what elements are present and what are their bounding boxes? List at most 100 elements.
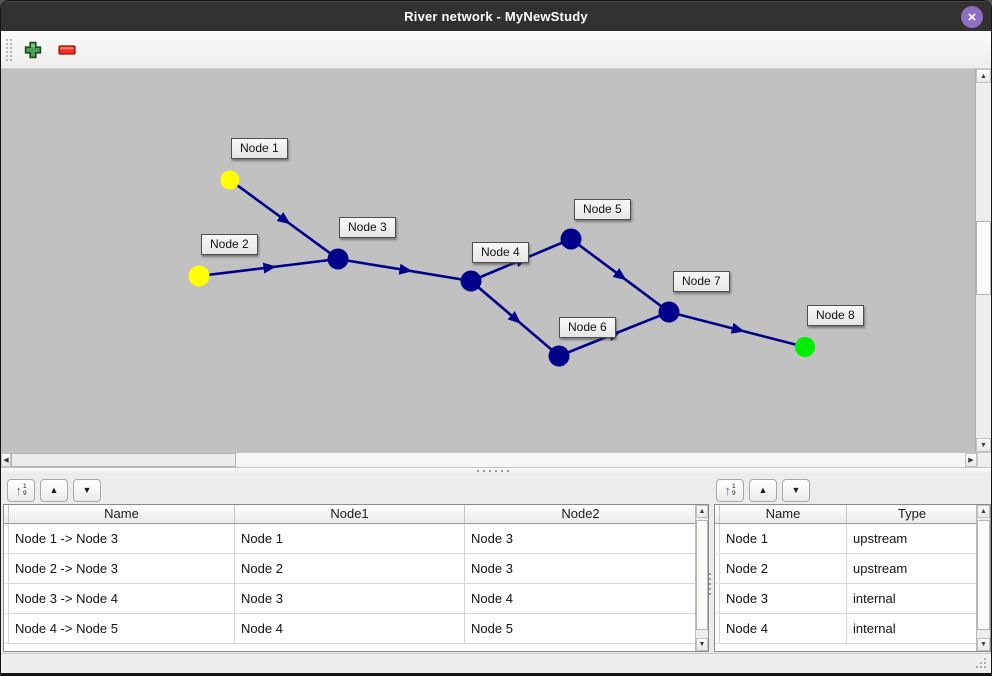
row-header <box>4 554 9 584</box>
node-label[interactable]: Node 6 <box>559 317 616 338</box>
remove-button[interactable] <box>54 37 80 63</box>
table-cell[interactable]: Node 4 <box>235 614 465 644</box>
column-header[interactable]: Type <box>847 505 978 523</box>
scrollbar-corner <box>977 453 991 467</box>
table-cell[interactable]: Node 3 <box>465 524 697 554</box>
plus-icon <box>24 41 42 58</box>
canvas-vertical-scrollbar[interactable]: ▲ ▼ <box>975 69 991 452</box>
node-label[interactable]: Node 2 <box>201 234 258 255</box>
node-label[interactable]: Node 4 <box>472 242 529 263</box>
scroll-up-button[interactable]: ▲ <box>977 505 990 518</box>
horizontal-splitter[interactable] <box>1 468 991 475</box>
scroll-thumb[interactable] <box>977 520 990 630</box>
table-cell[interactable]: Node 5 <box>465 614 697 644</box>
column-header[interactable]: Name <box>9 505 235 523</box>
table-cell[interactable]: internal <box>847 614 978 644</box>
node-label[interactable]: Node 5 <box>574 199 631 220</box>
canvas-horizontal-scrollbar[interactable]: ◀ ▶ <box>1 452 991 468</box>
row-header <box>715 584 720 614</box>
main-toolbar <box>1 31 991 69</box>
scroll-thumb[interactable] <box>696 520 708 630</box>
table-cell[interactable]: Node 1 <box>235 524 465 554</box>
close-icon: × <box>967 8 977 26</box>
move-up-button[interactable]: ▲ <box>40 479 68 502</box>
table-vertical-scrollbar[interactable]: ▲ ▼ <box>695 505 708 651</box>
table-cell[interactable]: internal <box>847 584 978 614</box>
scroll-track[interactable] <box>977 518 990 638</box>
column-header[interactable]: Node2 <box>465 505 697 523</box>
network-canvas[interactable]: Node 1 Node 2 Node 3 Node 4 Node 5 Node 6 Node… <box>1 69 991 452</box>
table-cell[interactable]: Node 4 -> Node 5 <box>9 614 235 644</box>
node-label[interactable]: Node 1 <box>231 138 288 159</box>
move-up-button[interactable]: ▲ <box>749 479 777 502</box>
table-cell[interactable]: Node 4 <box>465 584 697 614</box>
node-label[interactable]: Node 3 <box>339 217 396 238</box>
table-cell[interactable]: Node 1 <box>720 524 847 554</box>
table-cell[interactable]: Node 3 <box>465 554 697 584</box>
table-cell[interactable]: Node 3 <box>235 584 465 614</box>
minus-icon <box>58 44 76 55</box>
table-cell[interactable]: upstream <box>847 554 978 584</box>
vertical-splitter-grip[interactable] <box>709 573 711 575</box>
node-label[interactable]: Node 7 <box>673 271 730 292</box>
move-down-button[interactable]: ▼ <box>782 479 810 502</box>
row-header <box>715 554 720 584</box>
scroll-up-button[interactable]: ▲ <box>696 505 708 518</box>
column-header[interactable]: Name <box>720 505 847 523</box>
title-bar[interactable]: River network - MyNewStudy × <box>1 1 991 31</box>
scroll-thumb[interactable] <box>11 453 236 467</box>
scroll-down-button[interactable]: ▼ <box>976 438 991 452</box>
column-header[interactable]: Node1 <box>235 505 465 523</box>
resize-grip-icon[interactable] <box>984 666 986 668</box>
scroll-down-button[interactable]: ▼ <box>977 638 990 651</box>
table-cell[interactable]: upstream <box>847 524 978 554</box>
scroll-thumb[interactable] <box>976 221 991 295</box>
node-label[interactable]: Node 8 <box>807 305 864 326</box>
add-button[interactable] <box>20 37 46 63</box>
node-labels: Node 1 Node 2 Node 3 Node 4 Node 5 Node 6 Node… <box>1 69 975 452</box>
close-button[interactable]: × <box>961 6 983 28</box>
scroll-right-button[interactable]: ▶ <box>965 453 977 467</box>
up-arrow-icon: ▲ <box>49 485 59 495</box>
scroll-up-button[interactable]: ▲ <box>976 69 991 83</box>
splitter-grip-icon <box>477 470 479 472</box>
down-arrow-icon: ▼ <box>791 485 801 495</box>
scroll-down-button[interactable]: ▼ <box>696 638 708 651</box>
move-down-button[interactable]: ▼ <box>73 479 101 502</box>
table-cell[interactable]: Node 2 -> Node 3 <box>9 554 235 584</box>
row-header <box>4 524 9 554</box>
toolbar-grip-handle[interactable] <box>6 38 12 61</box>
down-arrow-icon: ▼ <box>82 485 92 495</box>
scroll-track[interactable] <box>976 83 991 438</box>
scroll-track[interactable] <box>696 518 708 638</box>
table-cell[interactable]: Node 1 -> Node 3 <box>9 524 235 554</box>
table-cell[interactable]: Node 2 <box>235 554 465 584</box>
scroll-left-button[interactable]: ◀ <box>1 453 11 467</box>
table-cell[interactable]: Node 3 <box>720 584 847 614</box>
table-cell[interactable]: Node 2 <box>720 554 847 584</box>
table-cell[interactable]: Node 3 -> Node 4 <box>9 584 235 614</box>
window-title: River network - MyNewStudy <box>404 9 588 24</box>
table-cell[interactable]: Node 4 <box>720 614 847 644</box>
table-vertical-scrollbar[interactable]: ▲ ▼ <box>976 505 990 651</box>
